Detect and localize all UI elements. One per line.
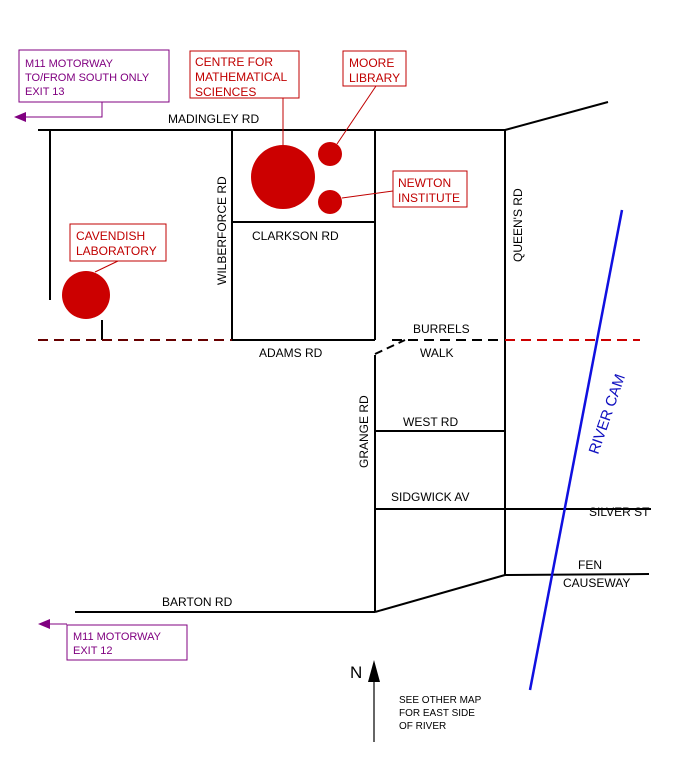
- cms-label: CENTRE FOR MATHEMATICAL SCIENCES: [195, 55, 290, 99]
- other-map-note: SEE OTHER MAP FOR EAST SIDE OF RIVER: [399, 695, 484, 732]
- barton-road-east: [374, 574, 506, 613]
- exit13-box: [18, 49, 170, 103]
- madingley-road-east: [504, 101, 609, 131]
- newton-leader: [341, 190, 394, 199]
- madingley-road-label: MADINGLEY RD: [168, 112, 259, 126]
- moore-label: MOORE LIBRARY: [349, 56, 400, 85]
- exit12-arrowhead: [38, 619, 50, 629]
- cms-building[interactable]: [251, 145, 315, 209]
- exit13-pointer: [22, 102, 103, 118]
- burrels-label: BURRELS: [413, 322, 470, 336]
- newton-label-box: [392, 170, 468, 208]
- north-arrow: N: [350, 660, 380, 742]
- buildings: [62, 142, 342, 319]
- cms-label-box: [189, 50, 300, 99]
- cavendish-lab-building[interactable]: [62, 271, 110, 319]
- motorway-boxes: [18, 49, 188, 661]
- sidgwick-avenue-label: SIDGWICK AV: [391, 490, 469, 504]
- wilberforce-road-label: WILBERFORCE RD: [215, 176, 229, 285]
- walk-label: WALK: [420, 346, 454, 360]
- fen-causeway: [504, 573, 650, 576]
- cavendish-label: CAVENDISH LABORATORY: [76, 229, 157, 258]
- north-arrow-head: [368, 660, 380, 682]
- newton-label: NEWTON INSTITUTE: [398, 176, 460, 205]
- clarkson-road-label: CLARKSON RD: [252, 229, 339, 243]
- newton-institute-building[interactable]: [318, 190, 342, 214]
- north-label: N: [350, 663, 362, 682]
- adams-road-label: ADAMS RD: [259, 346, 323, 360]
- silver-street-label: SILVER ST: [589, 505, 650, 519]
- exit13-arrowhead: [14, 112, 26, 122]
- exit12-box: [66, 624, 188, 661]
- barton-road-label: BARTON RD: [162, 595, 233, 609]
- grange-road-label: GRANGE RD: [357, 395, 371, 468]
- cavendish-leader: [94, 260, 119, 273]
- moore-leader: [336, 85, 377, 145]
- road-network: [38, 101, 651, 613]
- moore-library-building[interactable]: [318, 142, 342, 166]
- exit12-label: M11 MOTORWAY EXIT 12: [73, 631, 164, 657]
- queens-road-label: QUEEN'S RD: [511, 188, 525, 262]
- river-cam: [528, 209, 624, 691]
- west-road-label: WEST RD: [403, 415, 458, 429]
- moore-label-box: [342, 50, 407, 87]
- fen-label: FEN: [578, 558, 602, 572]
- building-label-boxes: [69, 50, 468, 273]
- exit13-label: M11 MOTORWAY TO/FROM SOUTH ONLY EXIT 13: [25, 58, 152, 98]
- burrels-walk-diagonal: [374, 339, 406, 355]
- river-cam-label: RIVER CAM: [586, 372, 629, 456]
- causeway-label: CAUSEWAY: [563, 576, 630, 590]
